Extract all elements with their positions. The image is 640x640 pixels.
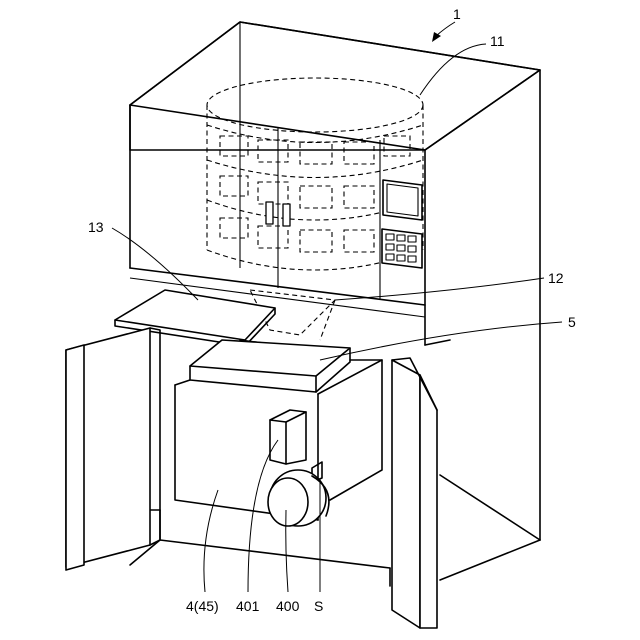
processing-unit [175, 340, 382, 526]
label-4-45: 4(45) [186, 598, 219, 614]
cabinet-floor [130, 510, 390, 586]
label-13: 13 [88, 219, 104, 235]
label-5: 5 [568, 314, 576, 330]
label-401: 401 [236, 598, 260, 614]
label-11: 11 [490, 33, 505, 49]
display-screen [383, 180, 422, 220]
door-handle-left[interactable] [266, 202, 273, 224]
label-1: 1 [453, 6, 461, 22]
door-handle-right[interactable] [283, 204, 290, 226]
label-S: S [314, 598, 323, 614]
label-400: 400 [276, 598, 300, 614]
keypad[interactable] [382, 229, 422, 268]
front-glass-doors [278, 128, 380, 300]
label-12: 12 [548, 270, 564, 286]
right-door[interactable] [392, 358, 437, 628]
left-door[interactable] [66, 328, 160, 570]
